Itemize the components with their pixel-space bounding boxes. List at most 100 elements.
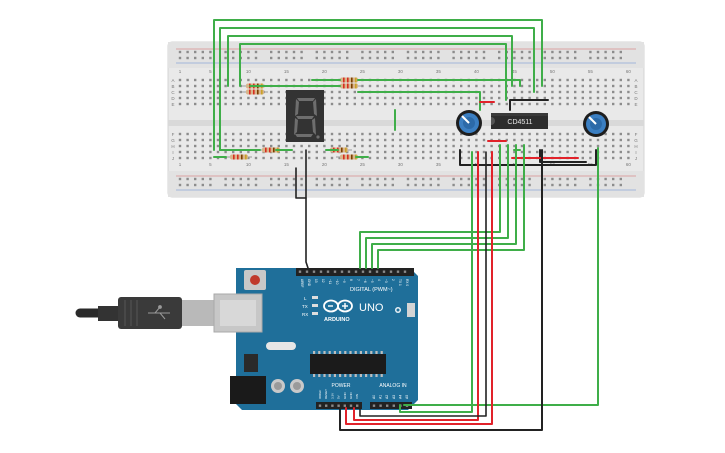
breadboard-hole[interactable]	[581, 84, 584, 88]
breadboard-hole[interactable]	[604, 156, 607, 160]
breadboard-hole[interactable]	[520, 84, 524, 88]
breadboard-hole[interactable]	[254, 78, 258, 82]
rail-hole[interactable]	[437, 50, 440, 54]
breadboard-hole[interactable]	[612, 102, 615, 106]
breadboard-hole[interactable]	[574, 90, 577, 94]
rail-hole[interactable]	[300, 183, 303, 187]
rail-hole[interactable]	[292, 56, 296, 60]
rail-hole[interactable]	[201, 183, 204, 187]
breadboard-hole[interactable]	[460, 84, 463, 88]
rail-hole[interactable]	[247, 50, 250, 54]
rail-hole[interactable]	[391, 177, 394, 181]
rail-hole[interactable]	[498, 56, 501, 60]
rail-hole[interactable]	[551, 183, 554, 187]
breadboard-hole[interactable]	[201, 96, 204, 100]
rail-hole[interactable]	[543, 177, 546, 181]
rail-hole[interactable]	[330, 177, 334, 181]
breadboard-hole[interactable]	[346, 96, 349, 100]
rail-hole[interactable]	[209, 50, 212, 54]
rail-hole[interactable]	[346, 177, 349, 181]
rail-hole[interactable]	[619, 183, 622, 187]
rail-hole[interactable]	[391, 50, 394, 54]
breadboard-hole[interactable]	[574, 138, 577, 142]
breadboard-hole[interactable]	[277, 90, 280, 94]
breadboard-hole[interactable]	[209, 90, 212, 94]
breadboard-hole[interactable]	[604, 90, 607, 94]
breadboard-hole[interactable]	[581, 144, 584, 148]
rail-hole[interactable]	[323, 50, 326, 54]
breadboard-hole[interactable]	[422, 84, 425, 88]
breadboard-hole[interactable]	[482, 84, 486, 88]
rail-hole[interactable]	[612, 183, 615, 187]
rail-hole[interactable]	[414, 177, 417, 181]
breadboard-hole[interactable]	[513, 102, 516, 106]
rail-hole[interactable]	[277, 50, 280, 54]
breadboard-hole[interactable]	[452, 132, 455, 136]
breadboard-hole[interactable]	[376, 102, 379, 106]
breadboard-hole[interactable]	[406, 96, 410, 100]
breadboard-hole[interactable]	[596, 102, 600, 106]
breadboard-hole[interactable]	[543, 138, 546, 142]
rail-hole[interactable]	[346, 50, 349, 54]
rail-hole[interactable]	[384, 183, 387, 187]
breadboard-hole[interactable]	[384, 144, 387, 148]
breadboard-hole[interactable]	[232, 90, 235, 94]
breadboard-hole[interactable]	[368, 132, 372, 136]
digital-pin[interactable]	[319, 270, 323, 273]
rail-hole[interactable]	[558, 50, 562, 54]
digital-pin[interactable]	[333, 270, 337, 273]
breadboard-hole[interactable]	[323, 102, 326, 106]
breadboard-hole[interactable]	[467, 150, 470, 154]
breadboard-hole[interactable]	[323, 156, 326, 160]
breadboard-hole[interactable]	[247, 96, 250, 100]
rail-hole[interactable]	[520, 183, 524, 187]
breadboard-hole[interactable]	[475, 132, 478, 136]
breadboard-hole[interactable]	[216, 132, 220, 136]
breadboard-hole[interactable]	[543, 90, 546, 94]
breadboard-hole[interactable]	[270, 138, 273, 142]
rail-hole[interactable]	[612, 50, 615, 54]
rail-hole[interactable]	[467, 183, 470, 187]
breadboard-hole[interactable]	[422, 102, 425, 106]
breadboard-hole[interactable]	[627, 138, 630, 142]
rail-hole[interactable]	[437, 56, 440, 60]
breadboard-hole[interactable]	[368, 102, 372, 106]
rail-hole[interactable]	[292, 177, 296, 181]
breadboard-hole[interactable]	[247, 144, 250, 148]
breadboard-hole[interactable]	[384, 156, 387, 160]
breadboard-hole[interactable]	[444, 138, 448, 142]
breadboard-hole[interactable]	[239, 150, 242, 154]
rail-hole[interactable]	[543, 50, 546, 54]
breadboard-hole[interactable]	[460, 138, 463, 142]
breadboard-hole[interactable]	[399, 150, 402, 154]
rail-hole[interactable]	[596, 50, 600, 54]
rail-hole[interactable]	[612, 177, 615, 181]
rail-hole[interactable]	[384, 56, 387, 60]
breadboard-hole[interactable]	[361, 96, 364, 100]
rail-hole[interactable]	[376, 50, 379, 54]
breadboard-hole[interactable]	[399, 138, 402, 142]
breadboard-hole[interactable]	[437, 132, 440, 136]
breadboard-hole[interactable]	[619, 150, 622, 154]
breadboard-hole[interactable]	[604, 102, 607, 106]
digital-pin[interactable]	[347, 270, 351, 273]
breadboard-hole[interactable]	[513, 84, 516, 88]
breadboard-hole[interactable]	[368, 144, 372, 148]
breadboard-hole[interactable]	[201, 132, 204, 136]
breadboard-hole[interactable]	[399, 144, 402, 148]
breadboard-hole[interactable]	[178, 132, 182, 136]
breadboard-hole[interactable]	[566, 144, 569, 148]
breadboard-hole[interactable]	[216, 84, 220, 88]
breadboard-hole[interactable]	[596, 90, 600, 94]
breadboard-hole[interactable]	[368, 138, 372, 142]
breadboard-hole[interactable]	[399, 84, 402, 88]
breadboard-hole[interactable]	[247, 138, 250, 142]
breadboard-hole[interactable]	[270, 144, 273, 148]
breadboard-hole[interactable]	[536, 78, 539, 82]
breadboard-hole[interactable]	[178, 78, 182, 82]
breadboard-hole[interactable]	[330, 96, 334, 100]
breadboard-hole[interactable]	[520, 132, 524, 136]
potentiometer-left[interactable]	[456, 110, 482, 136]
rail-hole[interactable]	[247, 56, 250, 60]
rail-hole[interactable]	[376, 177, 379, 181]
